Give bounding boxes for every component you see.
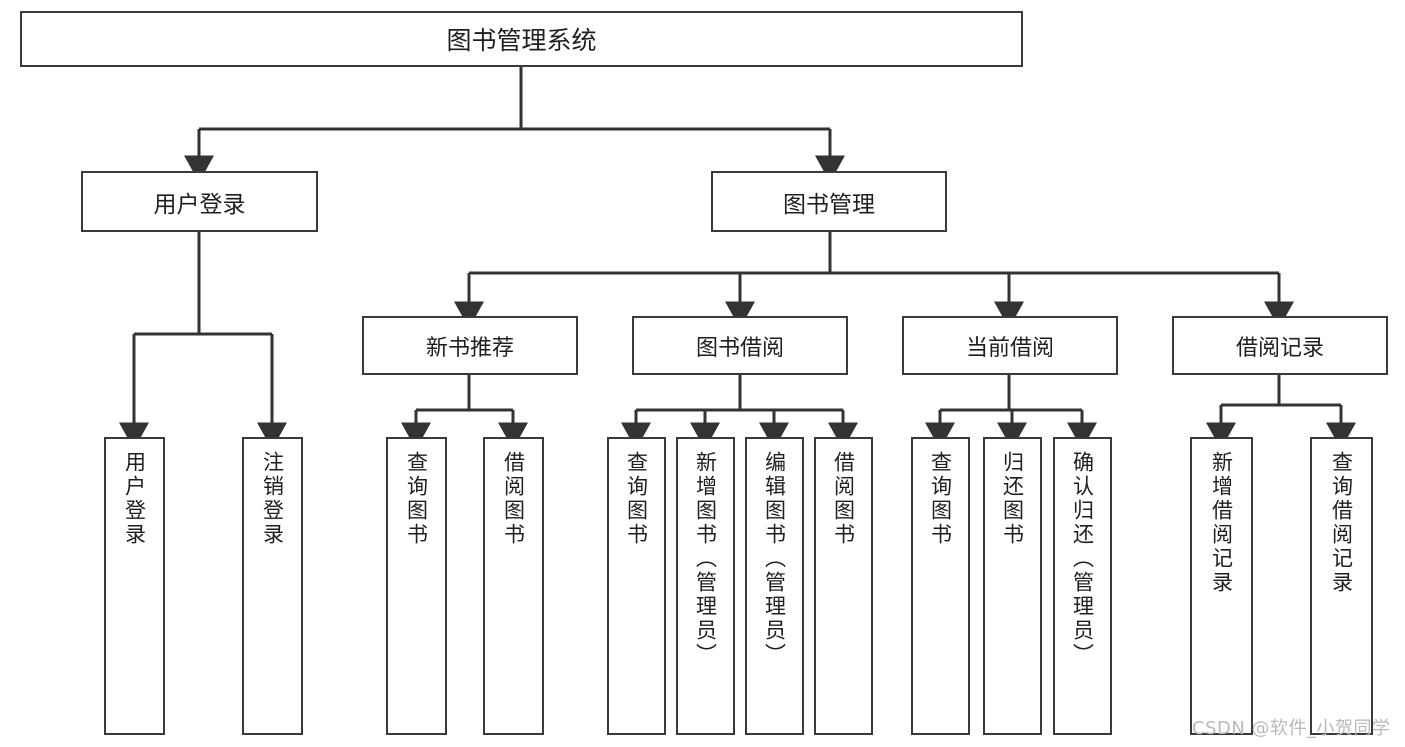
node-new-book-recommendation-label: 新书推荐 bbox=[425, 335, 514, 361]
leaf-records-add-record[interactable]: 新增借阅记录 bbox=[1190, 437, 1253, 735]
leaf-borrow-lend-books-label: 借阅图书 bbox=[831, 451, 856, 547]
leaf-current-return-books[interactable]: 归还图书 bbox=[983, 437, 1042, 735]
leaf-user-login[interactable]: 用户登录 bbox=[104, 437, 165, 735]
leaf-current-query-books-label: 查询图书 bbox=[928, 451, 953, 547]
leaf-borrow-query-books-label: 查询图书 bbox=[624, 451, 649, 547]
node-book-management-label: 图书管理 bbox=[783, 191, 875, 218]
leaf-newbook-query-books-label: 查询图书 bbox=[404, 451, 429, 547]
node-book-management[interactable]: 图书管理 bbox=[711, 171, 947, 232]
node-borrowing-records-label: 借阅记录 bbox=[1235, 335, 1324, 361]
leaf-records-query-record-label: 查询借阅记录 bbox=[1329, 451, 1354, 595]
leaf-newbook-borrow-books[interactable]: 借阅图书 bbox=[483, 437, 544, 735]
node-user-login[interactable]: 用户登录 bbox=[81, 171, 318, 232]
node-root-label: 图书管理系统 bbox=[446, 26, 597, 55]
leaf-newbook-borrow-books-label: 借阅图书 bbox=[501, 451, 526, 547]
leaf-borrow-lend-books[interactable]: 借阅图书 bbox=[814, 437, 873, 735]
leaf-logout-label: 注销登录 bbox=[260, 451, 285, 547]
leaf-borrow-edit-book-admin-label: 编辑图书（管理员） bbox=[762, 451, 787, 667]
node-user-login-label: 用户登录 bbox=[153, 191, 246, 218]
leaf-records-add-record-label: 新增借阅记录 bbox=[1209, 451, 1234, 595]
leaf-logout[interactable]: 注销登录 bbox=[242, 437, 303, 735]
node-borrowing-records[interactable]: 借阅记录 bbox=[1172, 316, 1388, 375]
node-book-borrowing[interactable]: 图书借阅 bbox=[632, 316, 848, 375]
node-current-borrowing-label: 当前借阅 bbox=[965, 335, 1054, 361]
node-book-borrowing-label: 图书借阅 bbox=[695, 335, 784, 361]
leaf-borrow-add-book-admin[interactable]: 新增图书（管理员） bbox=[676, 437, 735, 735]
node-root[interactable]: 图书管理系统 bbox=[20, 11, 1023, 67]
leaf-current-query-books[interactable]: 查询图书 bbox=[911, 437, 970, 735]
leaf-borrow-add-book-admin-label: 新增图书（管理员） bbox=[693, 451, 718, 667]
csdn-watermark: CSDN @软件_小贺同学 bbox=[1192, 718, 1391, 739]
leaf-borrow-edit-book-admin[interactable]: 编辑图书（管理员） bbox=[745, 437, 804, 735]
leaf-records-query-record[interactable]: 查询借阅记录 bbox=[1310, 437, 1373, 735]
node-current-borrowing[interactable]: 当前借阅 bbox=[902, 316, 1118, 375]
leaf-user-login-label: 用户登录 bbox=[122, 451, 147, 547]
leaf-current-return-books-label: 归还图书 bbox=[1000, 451, 1025, 547]
leaf-current-confirm-return-admin-label: 确认归还（管理员） bbox=[1070, 451, 1095, 667]
node-new-book-recommendation[interactable]: 新书推荐 bbox=[362, 316, 578, 375]
leaf-borrow-query-books[interactable]: 查询图书 bbox=[607, 437, 666, 735]
leaf-newbook-query-books[interactable]: 查询图书 bbox=[386, 437, 447, 735]
leaf-current-confirm-return-admin[interactable]: 确认归还（管理员） bbox=[1053, 437, 1112, 735]
